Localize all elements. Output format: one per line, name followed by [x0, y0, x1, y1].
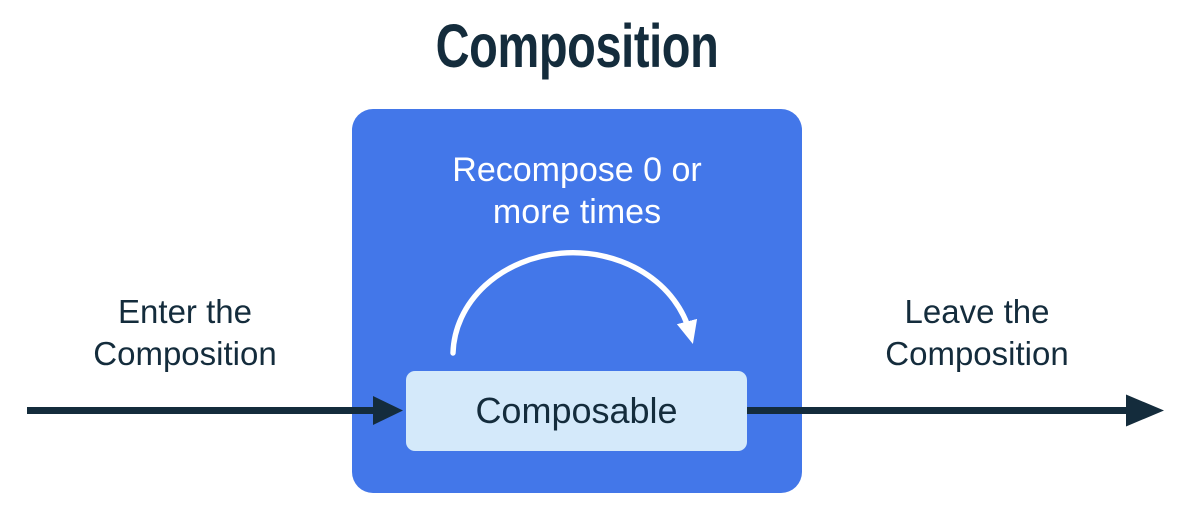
composable-label: Composable [475, 390, 678, 431]
composable-node: Composable [406, 371, 747, 451]
leave-composition-label: Leave the Composition [885, 293, 1069, 372]
enter-arrow-icon [27, 396, 403, 425]
leave-arrow-icon [747, 394, 1164, 427]
recompose-label: Recompose 0 or more times [452, 151, 702, 231]
enter-composition-label: Enter the Composition [93, 293, 277, 372]
diagram-title: Composition [435, 12, 719, 80]
